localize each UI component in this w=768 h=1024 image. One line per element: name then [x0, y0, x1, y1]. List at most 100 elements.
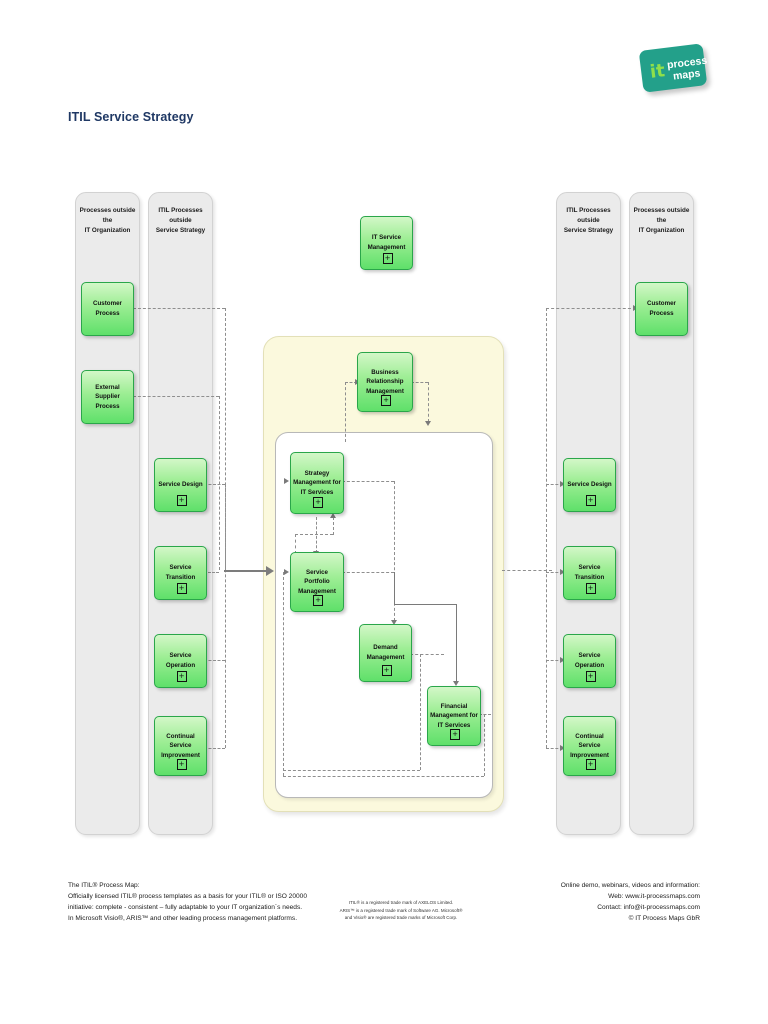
- connector-st-right-arrow: [560, 569, 565, 575]
- process-box-service-portfolio-management[interactable]: Service Portfolio Management +: [290, 552, 344, 612]
- connector-smits-out-v: [394, 481, 395, 621]
- connector-spm-up-v2: [333, 517, 334, 535]
- connector-customer-left-down: [225, 308, 226, 570]
- connector-fm-out-v: [484, 714, 485, 776]
- process-box-service-design-left[interactable]: Service Design +: [154, 458, 207, 512]
- expand-icon[interactable]: +: [176, 759, 187, 770]
- process-box-demand-management[interactable]: Demand Management +: [359, 624, 412, 682]
- process-label: Business Relationship Management: [366, 368, 404, 395]
- connector-csi-right-arrow: [560, 745, 565, 751]
- connector-so-right-arrow: [560, 657, 565, 663]
- expand-icon[interactable]: +: [382, 253, 393, 264]
- process-label: Service Transition: [574, 564, 605, 581]
- expand-icon[interactable]: +: [313, 497, 323, 508]
- band-left-inner-title: ITIL Processes outside Service Strategy: [155, 207, 206, 234]
- connector-spm-fm-h: [394, 604, 456, 605]
- main-flow-arrow-left: [266, 566, 274, 576]
- connector-fm-left-v: [283, 572, 284, 776]
- band-left-outer-title: Processes outside the IT Organization: [79, 207, 136, 234]
- expand-icon[interactable]: +: [176, 671, 187, 682]
- footer-left-line-2: Officially licensed ITIL® process templa…: [68, 893, 308, 900]
- connector-brm-in-h: [345, 382, 357, 383]
- footer-right-line-1: Online demo, webinars, videos and inform…: [560, 882, 700, 889]
- connector-dm-out-h: [410, 654, 444, 655]
- expand-icon[interactable]: +: [381, 395, 391, 406]
- connector-st-right: [546, 572, 563, 573]
- expand-icon[interactable]: +: [450, 729, 460, 740]
- process-box-strategy-management-for-it-services[interactable]: Strategy Management for IT Services +: [290, 452, 344, 514]
- process-box-service-transition-right[interactable]: Service Transition +: [563, 546, 616, 600]
- process-label: Continual Service Improvement: [161, 732, 200, 759]
- connector-st-left: [204, 572, 219, 573]
- band-right-outer-title: Processes outside the IT Organization: [633, 207, 690, 234]
- footer-right-line-3[interactable]: Contact: info@it-processmaps.com: [597, 904, 700, 911]
- connector-spm-up-h: [295, 534, 333, 535]
- connector-customer-right: [546, 308, 636, 309]
- connector-sd-left: [204, 484, 225, 485]
- expand-icon[interactable]: +: [585, 671, 596, 682]
- connector-csi-right: [546, 748, 563, 749]
- connector-so-left: [204, 660, 225, 661]
- connector-supplier-left-down: [219, 396, 220, 570]
- expand-icon[interactable]: +: [381, 665, 392, 676]
- process-label: Service Design: [158, 481, 203, 489]
- process-box-it-service-management[interactable]: IT Service Management +: [360, 216, 413, 270]
- process-label: Service Design: [567, 481, 612, 489]
- expand-icon[interactable]: +: [585, 495, 596, 506]
- expand-icon[interactable]: +: [176, 583, 187, 594]
- connector-spm-in-arrow: [284, 569, 289, 575]
- expand-icon[interactable]: +: [585, 583, 596, 594]
- band-right-inner-title: ITIL Processes outside Service Strategy: [563, 207, 614, 234]
- it-process-maps-logo: it process maps: [638, 43, 709, 93]
- process-label: External Supplier Process: [95, 383, 120, 410]
- connector-fm-bottom-h: [283, 776, 484, 777]
- process-box-service-transition-left[interactable]: Service Transition +: [154, 546, 207, 600]
- connector-supplier-left: [133, 396, 219, 397]
- process-box-business-relationship-management[interactable]: Business Relationship Management +: [357, 352, 413, 412]
- connector-customer-left: [133, 308, 225, 309]
- process-label: Financial Management for IT Services: [430, 702, 478, 729]
- footer-legal-line-2: ARIS™ is a registered trade mark of Soft…: [339, 907, 463, 913]
- connector-csi-left: [204, 748, 225, 749]
- footer-legal-line-1: ITIL® is a registered trade mark of AXEL…: [348, 900, 454, 905]
- footer-left-line-4: In Microsoft Visio®, ARIS™ and other lea…: [68, 915, 298, 922]
- process-label: Service Operation: [574, 652, 605, 669]
- connector-smits-in-arrow: [284, 478, 289, 484]
- main-flow-line-left: [224, 570, 268, 572]
- connector-dm-out-v: [420, 654, 421, 770]
- process-box-service-operation-right[interactable]: Service Operation +: [563, 634, 616, 688]
- connector-spm-fm-v2: [456, 604, 457, 682]
- connector-right-bus: [546, 308, 547, 748]
- footer-right-line-2[interactable]: Web: www.it-processmaps.com: [608, 893, 700, 900]
- expand-icon[interactable]: +: [313, 595, 323, 606]
- connector-brm-out-h: [411, 382, 428, 383]
- process-box-customer-process-left[interactable]: Customer Process: [81, 282, 134, 336]
- process-box-continual-service-improvement-right[interactable]: Continual Service Improvement +: [563, 716, 616, 776]
- process-box-financial-management-for-it-services[interactable]: Financial Management for IT Services +: [427, 686, 481, 746]
- expand-icon[interactable]: +: [176, 495, 187, 506]
- process-label: Continual Service Improvement: [570, 732, 609, 759]
- process-label: Strategy Management for IT Services: [293, 469, 341, 496]
- connector-smits-out-arrow: [391, 620, 397, 625]
- process-box-customer-process-right[interactable]: Customer Process: [635, 282, 688, 336]
- expand-icon[interactable]: +: [585, 759, 596, 770]
- process-box-external-supplier-process[interactable]: External Supplier Process: [81, 370, 134, 424]
- connector-fm-out-h: [479, 714, 491, 715]
- process-box-service-operation-left[interactable]: Service Operation +: [154, 634, 207, 688]
- process-box-continual-service-improvement-left[interactable]: Continual Service Improvement +: [154, 716, 207, 776]
- connector-sd-right-arrow: [560, 481, 565, 487]
- process-box-service-design-right[interactable]: Service Design +: [563, 458, 616, 512]
- connector-spm-fm-arrow: [453, 681, 459, 686]
- footer-left-line-3: initiative: complete - consistent – full…: [68, 904, 303, 911]
- connector-left-bus: [225, 484, 226, 748]
- process-label: Demand Management: [366, 644, 405, 661]
- process-label: Customer Process: [647, 300, 676, 317]
- connector-brm-out-v: [428, 382, 429, 422]
- logo-it-text: it: [648, 60, 667, 83]
- connector-spm-up-v: [295, 534, 296, 554]
- footer-right-line-4: © IT Process Maps GbR: [628, 915, 700, 922]
- connector-brm-in-v: [345, 382, 346, 442]
- connector-spm-up-arrow: [330, 513, 336, 518]
- connector-smits-out-h: [342, 481, 394, 482]
